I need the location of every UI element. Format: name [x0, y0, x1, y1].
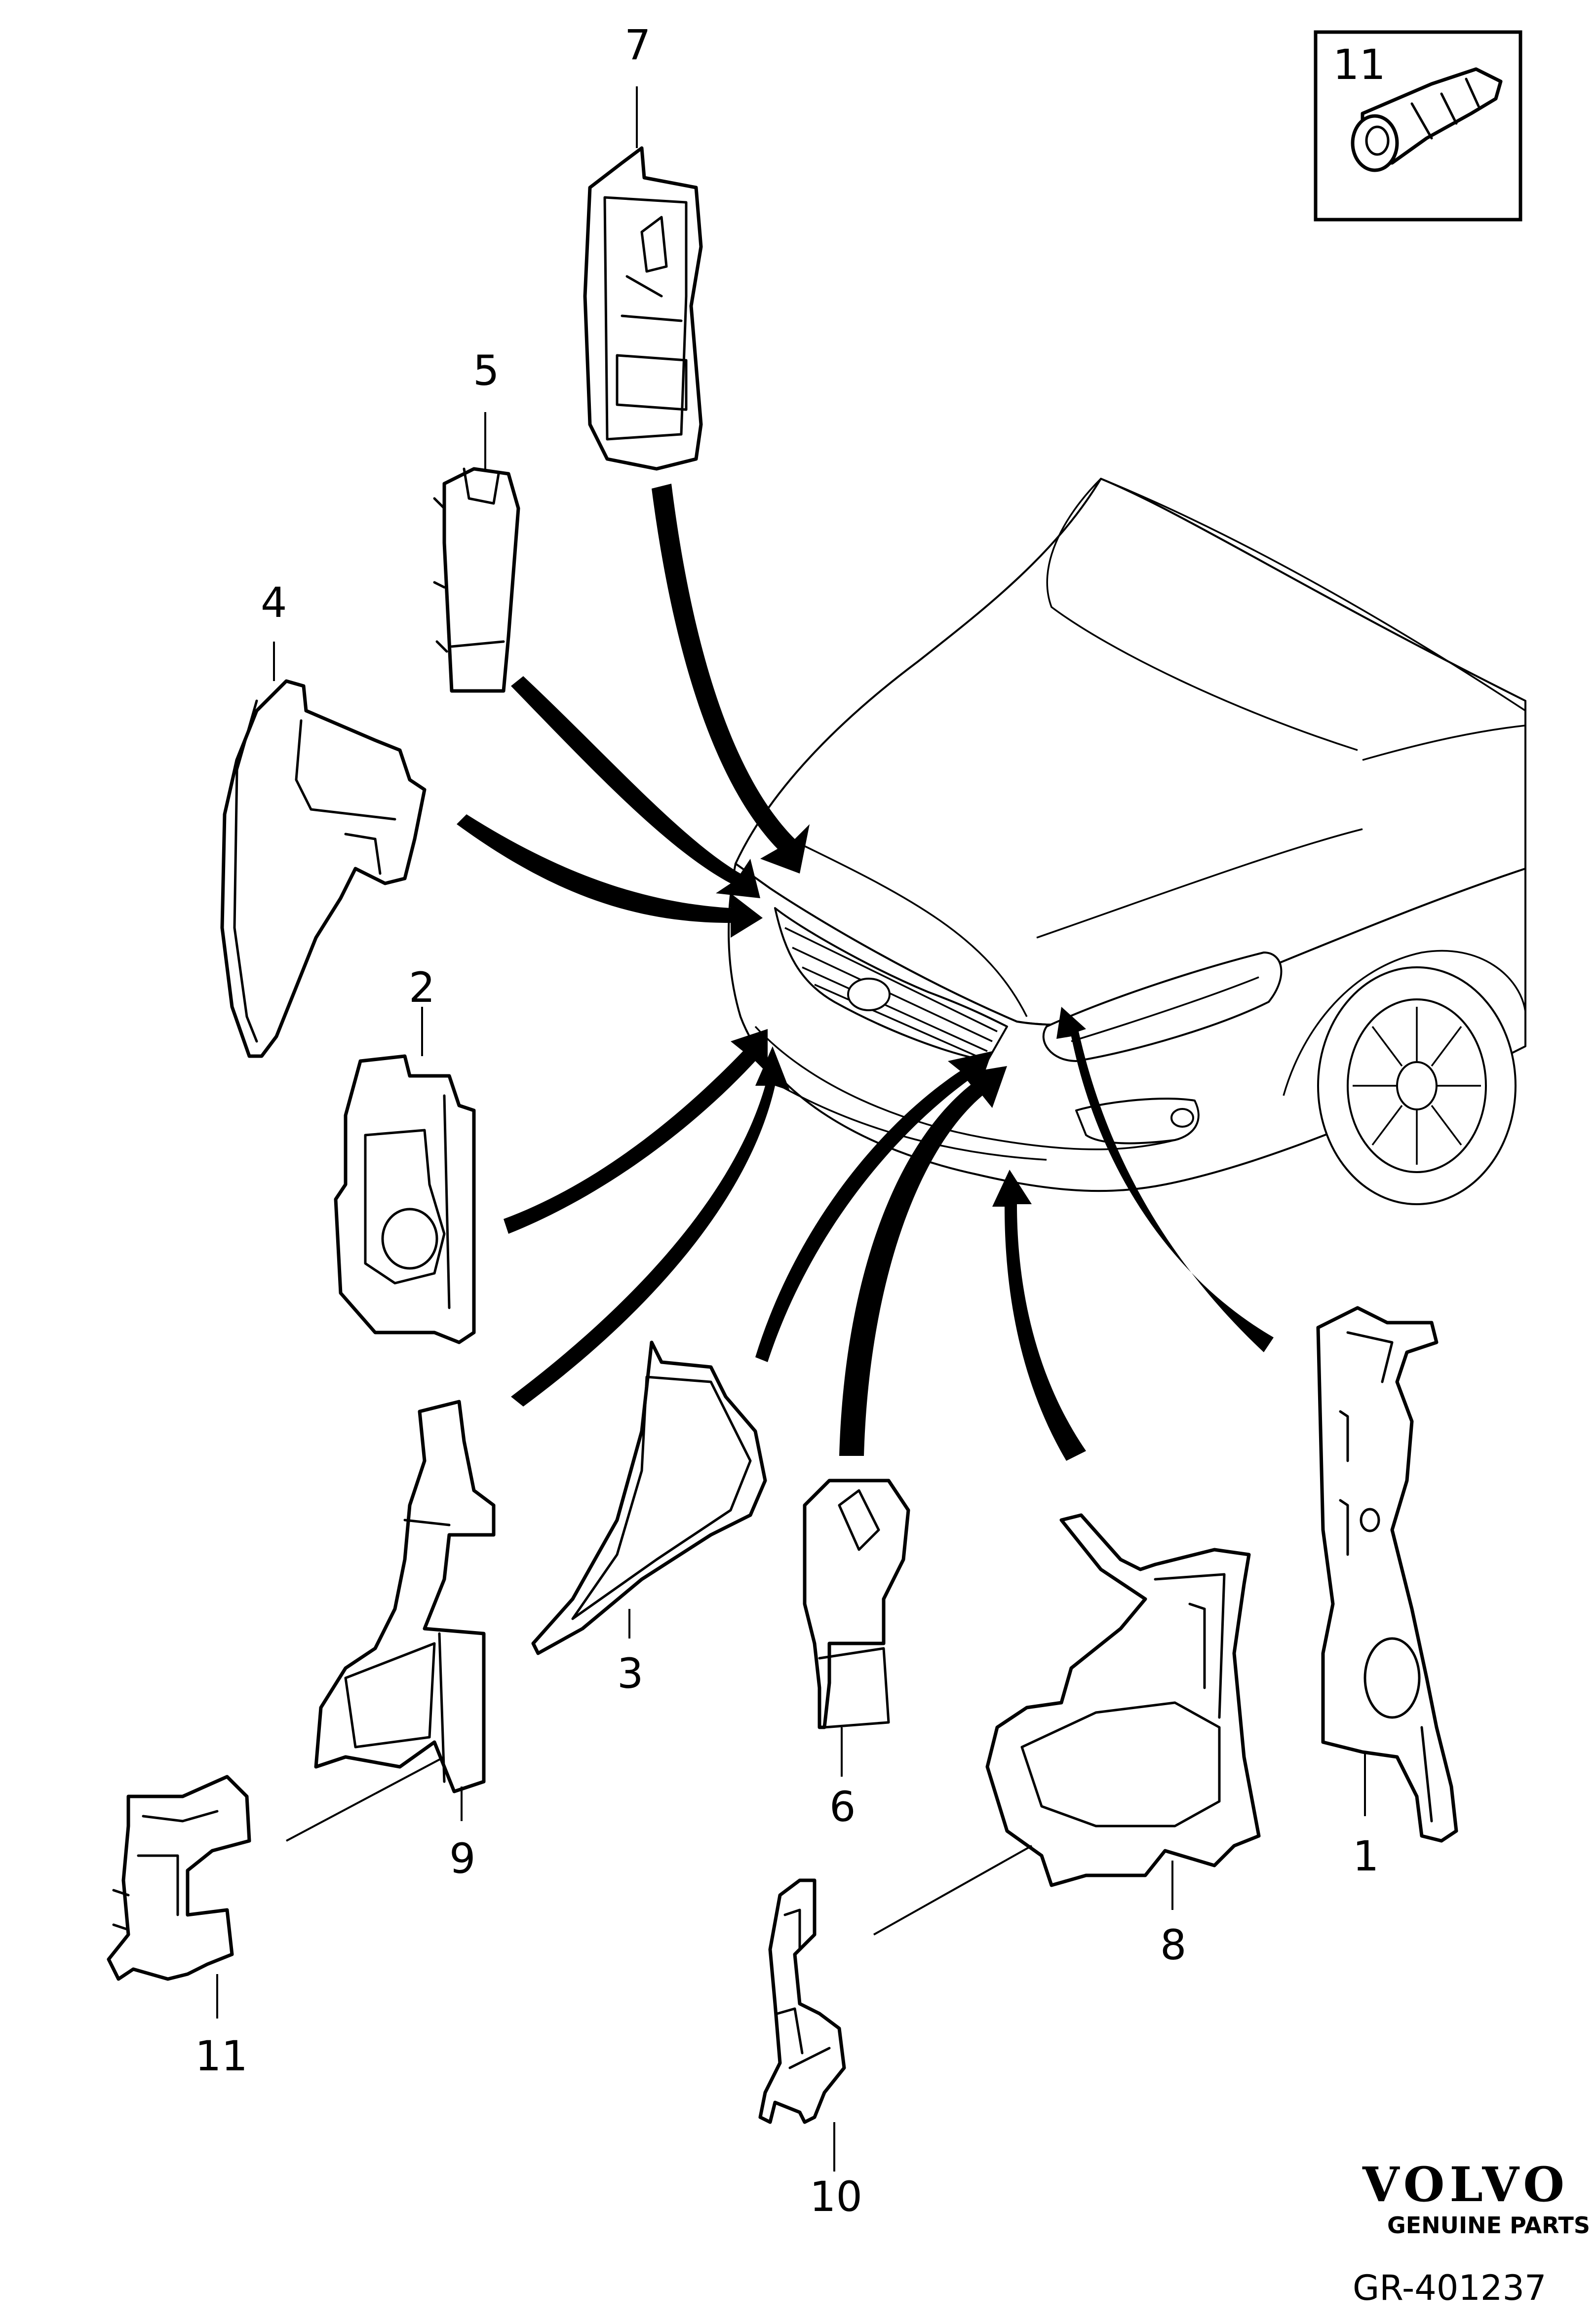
car-front-illustration — [728, 478, 1526, 1205]
callout-11-inset: 11 — [1333, 40, 1386, 89]
reference-number: GR-401237 — [1353, 2268, 1547, 2308]
arrow-part-7 — [652, 484, 810, 874]
part-10-bracket: 10 — [758, 1878, 862, 2221]
part-7-air-guide: 7 — [583, 21, 703, 471]
volvo-logo: VOLVO — [1362, 2157, 1569, 2212]
callout-8: 8 — [1160, 1921, 1186, 1969]
callout-2: 2 — [409, 963, 435, 1012]
callout-3: 3 — [617, 1649, 643, 1698]
part-5-bracket: 5 — [433, 346, 520, 693]
callout-6: 6 — [829, 1783, 856, 1831]
arrow-part-2 — [504, 1029, 768, 1234]
arrow-part-6 — [839, 1066, 1007, 1456]
callout-9: 9 — [449, 1834, 475, 1883]
callout-10: 10 — [810, 2172, 862, 2221]
part-1-bracket: 1 — [1316, 1306, 1458, 1880]
arrow-part-4 — [457, 814, 763, 938]
part-11-bracket: 11 — [107, 1775, 251, 2080]
arrow-part-9 — [511, 1046, 790, 1407]
inset-part-11-clip: 11 — [1314, 30, 1522, 222]
callout-1: 1 — [1353, 1832, 1379, 1880]
part-8-duct: 8 — [873, 1513, 1261, 1969]
arrow-part-1 — [1056, 1007, 1274, 1352]
part-3-seal: 3 — [531, 1340, 767, 1698]
car-headlight — [1042, 952, 1283, 1062]
part-2-duct: 2 — [334, 963, 476, 1344]
callout-4: 4 — [261, 578, 287, 627]
genuine-parts-label: GENUINE PARTS — [1387, 2212, 1590, 2239]
part-4-side-panel: 4 — [220, 578, 427, 1058]
callout-5: 5 — [473, 346, 499, 395]
part-6-bracket: 6 — [803, 1479, 910, 1831]
assembly-arrows — [457, 484, 1274, 1461]
callout-7: 7 — [624, 21, 651, 69]
arrow-part-8 — [992, 1170, 1086, 1461]
arrow-part-5 — [511, 676, 760, 898]
brand-block: VOLVO GENUINE PARTS GR-401237 — [1353, 2157, 1590, 2308]
callout-11: 11 — [195, 2032, 248, 2080]
part-9-bracket: 9 — [286, 1400, 496, 1883]
